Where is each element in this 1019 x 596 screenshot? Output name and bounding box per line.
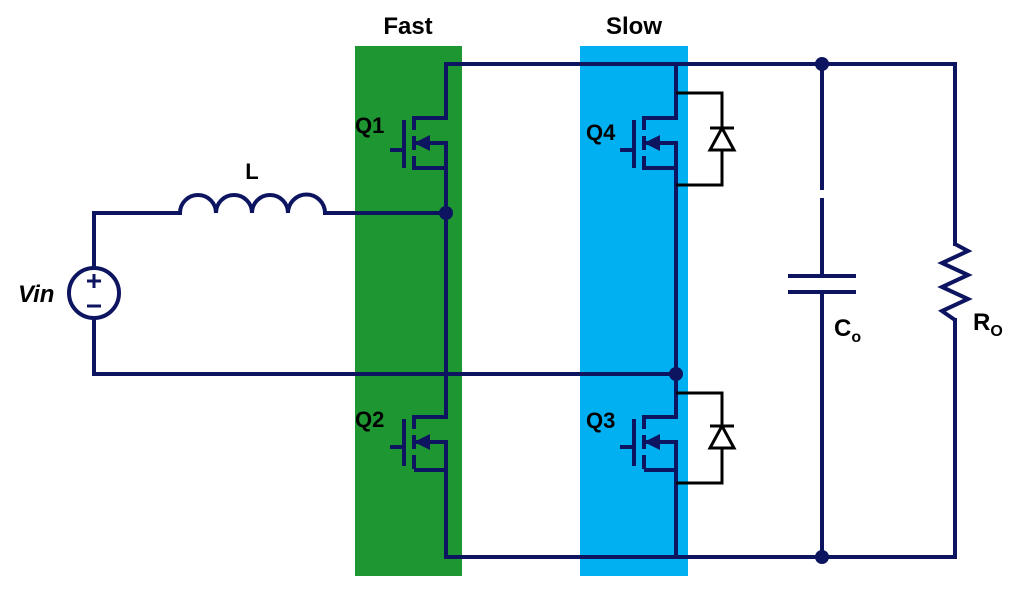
capacitor-label-main: C (834, 315, 851, 342)
fast-label: Fast (383, 13, 432, 40)
q1-label: Q1 (355, 113, 384, 138)
q2-mosfet (390, 415, 448, 472)
q2-label: Q2 (355, 407, 384, 432)
voltage-source (67, 266, 121, 320)
capacitor (788, 274, 856, 294)
q4-label: Q4 (586, 120, 616, 145)
capacitor-label: Co (834, 315, 861, 346)
resistor-label-main: R (973, 309, 990, 336)
source-label: Vin (18, 281, 54, 308)
resistor-label: RO (973, 309, 1003, 340)
slow-label: Slow (606, 13, 662, 40)
q1-mosfet (390, 116, 448, 170)
q3-label: Q3 (586, 408, 615, 433)
q4-mosfet (620, 116, 678, 170)
wiring (92, 62, 957, 559)
junction-dot (815, 550, 829, 564)
capacitor-label-subscript: o (851, 329, 861, 346)
inductor (178, 192, 327, 214)
q3-mosfet (620, 415, 678, 472)
resistor-label-subscript: O (990, 323, 1002, 340)
q3-body-diode (676, 391, 737, 485)
inductor-label: L (245, 159, 258, 184)
junction-dot (439, 206, 453, 220)
junction-dot (815, 57, 829, 71)
q4-body-diode (676, 91, 737, 187)
junction-dot (669, 367, 683, 381)
resistor (937, 242, 973, 322)
